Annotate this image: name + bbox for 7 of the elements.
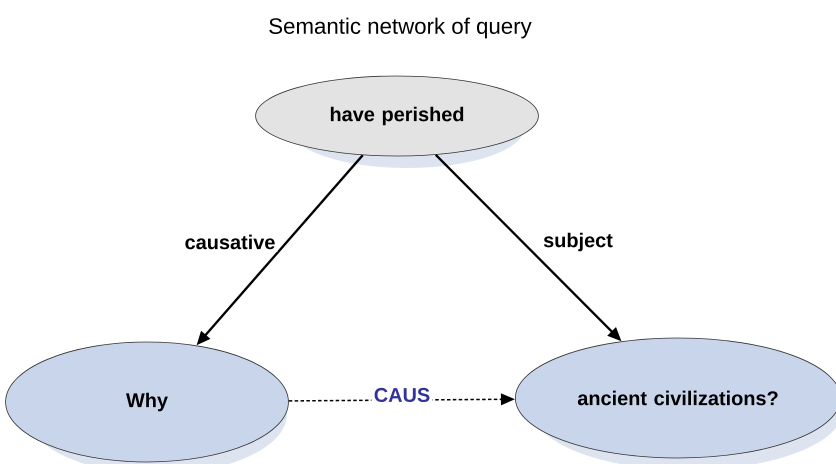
ellipse-node: have perished	[255, 76, 539, 156]
edge-label: CAUS	[371, 386, 433, 404]
title: Semantic network of query	[269, 18, 532, 38]
edge-label: subject	[540, 230, 616, 254]
edge-label: causative	[182, 232, 278, 252]
ellipse-node: ancient civilizations?	[514, 338, 836, 458]
ellipse-node: Why	[5, 342, 289, 462]
